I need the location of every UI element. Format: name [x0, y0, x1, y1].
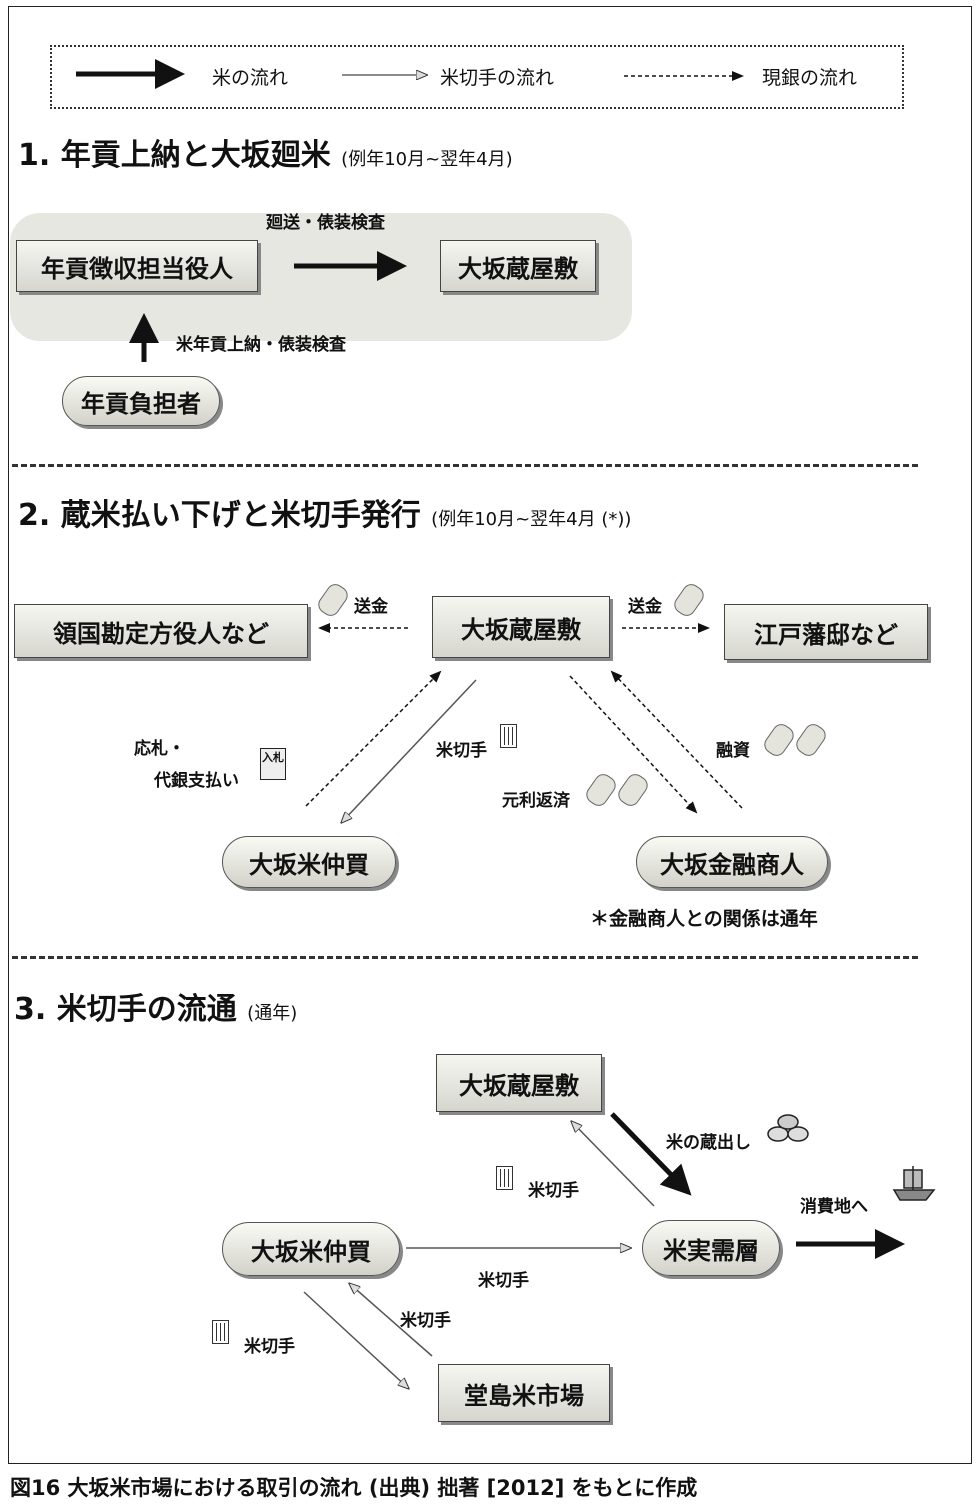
- ticket-to-demand-label: 米切手: [478, 1271, 529, 1291]
- divider-2: [12, 956, 918, 959]
- legend-rice-flow: 米の流れ: [212, 67, 289, 89]
- divider-1: [12, 464, 918, 467]
- ship-icon: [892, 1166, 936, 1201]
- loan-label: 融資: [716, 741, 750, 761]
- ticket-to-warehouse-label: 米切手: [528, 1181, 579, 1201]
- warehouse-box-3: 大坂蔵屋敷: [436, 1054, 602, 1112]
- footnote: ＊金融商人との関係は通年: [590, 908, 818, 930]
- rice-broker-pill-3: 大坂米仲買: [222, 1222, 400, 1276]
- collector-box: 年貢徴収担当役人: [16, 240, 258, 292]
- section3-title: 3. 米切手の流通 (通年): [14, 992, 298, 1027]
- ticket-label-s2: 米切手: [436, 741, 487, 761]
- section1-payment-label: 米年貢上納・俵装検査: [176, 335, 346, 355]
- edo-residence-box: 江戸藩邸など: [724, 604, 928, 660]
- repay-label: 元利返済: [502, 791, 570, 811]
- ticket-to-market-label: 米切手: [244, 1337, 295, 1357]
- figure-frame: [8, 6, 972, 1464]
- payer-pill: 年貢負担者: [62, 376, 220, 426]
- repay-arrow: [610, 670, 743, 809]
- rice-broker-pill-2: 大坂米仲買: [222, 836, 396, 888]
- remit-left-label: 送金: [354, 597, 388, 617]
- domain-officials-box: 領国勘定方役人など: [14, 604, 308, 658]
- ticket-issue-arrow: [342, 679, 477, 822]
- ticket-from-market-arrow: [350, 1284, 433, 1357]
- bid-label-1: 応札・: [134, 739, 185, 759]
- dojima-market-box: 堂島米市場: [438, 1364, 610, 1422]
- legend: [50, 45, 904, 109]
- to-consumers-label: 消費地へ: [800, 1197, 868, 1217]
- remit-right-label: 送金: [628, 597, 662, 617]
- warehouse-box-2: 大坂蔵屋敷: [432, 596, 610, 658]
- warehouse-box-1: 大坂蔵屋敷: [440, 240, 596, 292]
- ticket-redeem-arrow: [572, 1122, 655, 1207]
- legend-silver-flow: 現銀の流れ: [762, 67, 858, 89]
- figure-caption: 図16 大坂米市場における取引の流れ (出典) 拙著 [2012] をもとに作成: [10, 1476, 698, 1500]
- rice-ticket-icon: [496, 1166, 513, 1190]
- ticket-to-market-arrow: [303, 1291, 408, 1388]
- section1-transport-label: 廻送・俵装検査: [266, 213, 385, 233]
- rice-ticket-icon: [500, 724, 517, 748]
- bid-payment-arrow: [305, 670, 442, 807]
- section1-title: 1. 年貢上納と大坂廻米 (例年10月~翌年4月): [18, 138, 513, 173]
- rice-ticket-icon: [212, 1320, 229, 1344]
- loan-arrow: [569, 675, 698, 814]
- finance-merchant-pill: 大坂金融商人: [636, 836, 828, 888]
- rice-bales-icon: [767, 1114, 809, 1142]
- ticket-from-market-label: 米切手: [400, 1311, 451, 1331]
- rice-release-arrow: [610, 1112, 692, 1196]
- legend-ticket-flow: 米切手の流れ: [440, 67, 555, 89]
- section2-title: 2. 蔵米払い下げと米切手発行 (例年10月~翌年4月 (*)): [18, 498, 632, 533]
- bid-slip-icon: 入札: [260, 748, 286, 780]
- demand-pill: 米実需層: [642, 1220, 780, 1276]
- release-label: 米の蔵出し: [666, 1133, 751, 1153]
- bid-label-2: 代銀支払い: [154, 771, 239, 791]
